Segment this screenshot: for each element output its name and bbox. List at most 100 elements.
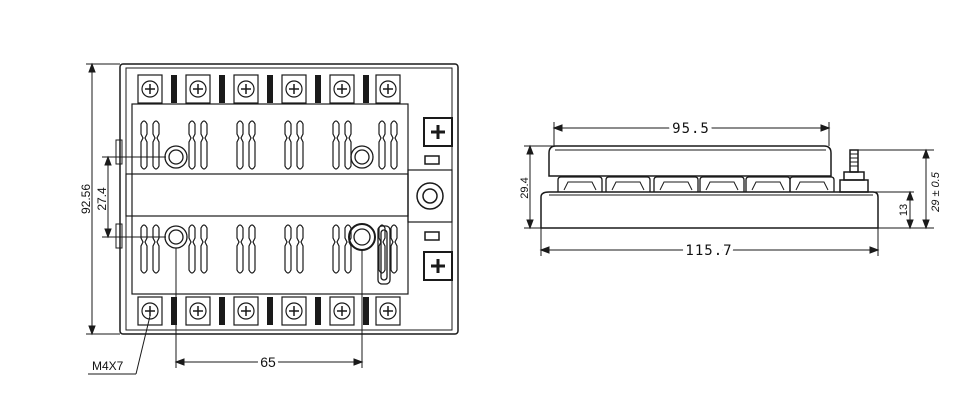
screw-cross [193, 84, 203, 94]
fuse-blade-slot [332, 224, 340, 274]
dim-inner-height-label: 27.4 [95, 187, 109, 211]
dim-top-length-label: 95.5 [672, 121, 710, 137]
terminal-separator [267, 75, 273, 103]
screw-terminals-top [137, 74, 401, 104]
plus-terminal-bottom [423, 251, 453, 281]
mounting-hole-right-bottom [348, 223, 376, 251]
screw-terminal-box [233, 74, 259, 104]
screw-cross [289, 306, 299, 316]
fuse-blade-slot [200, 120, 208, 170]
fuse-blade-slot [188, 120, 196, 170]
housing-inner-outline [125, 67, 453, 331]
stud-block [407, 169, 453, 223]
screw-cross [337, 306, 347, 316]
screw-terminal-box [137, 296, 163, 326]
fuse-blade-slot [152, 120, 160, 170]
mounting-hole-left-bottom-inner [168, 229, 184, 245]
mounting-hole-left-top-inner [168, 149, 184, 165]
screw-cross [193, 306, 203, 316]
fuse-blade-slot [378, 120, 386, 170]
terminal-separator [219, 75, 225, 103]
screw-head [379, 80, 397, 98]
terminal-separator [363, 297, 369, 325]
screw-terminal-box [281, 296, 307, 326]
screw-cross [241, 306, 251, 316]
screw-head [189, 80, 207, 98]
terminal-separator [171, 75, 177, 103]
screw-head [237, 302, 255, 320]
stud-outer [416, 182, 444, 210]
screw-head [285, 80, 303, 98]
plus-terminal-top [423, 117, 453, 147]
screw-cross [289, 84, 299, 94]
side-fuse-cap [653, 176, 699, 192]
plus-sign-top [431, 125, 445, 139]
side-fuse-caps [557, 176, 835, 192]
fuse-area [131, 103, 409, 295]
side-fuse-cap [557, 176, 603, 192]
center-bar [125, 173, 409, 217]
side-cover [548, 145, 832, 177]
side-fuse-cap-inner [611, 181, 645, 191]
mounting-hole-right-bottom-inner [353, 228, 371, 246]
screw-head [333, 80, 351, 98]
screw-terminal-box [329, 74, 355, 104]
terminal-separator [315, 75, 321, 103]
indicator-slot-top [424, 155, 440, 165]
screw-callout-label: M4X7 [92, 359, 124, 373]
mounting-holes [164, 145, 391, 285]
screw-head [189, 302, 207, 320]
fuse-blade-slot [248, 120, 256, 170]
screw-head [285, 302, 303, 320]
terminal-separator [363, 75, 369, 103]
screw-terminal-box [137, 74, 163, 104]
fuse-blade-slot [200, 224, 208, 274]
dim-body-height-label: 29.4 [519, 177, 531, 198]
side-fuse-cap-inner [751, 181, 785, 191]
dim-base-height-label: 13 [898, 204, 910, 216]
screw-terminal-box [281, 74, 307, 104]
dim-hole-spacing-label: 65 [260, 354, 276, 370]
top-view-dimensions [86, 62, 364, 375]
side-fuse-cap-inner [563, 181, 597, 191]
fuse-blade-slot [236, 224, 244, 274]
fuse-blade-slot [140, 120, 148, 170]
spare-fuse-slot-inner [380, 229, 388, 281]
screw-cross [145, 84, 155, 94]
terminal-separator [219, 297, 225, 325]
side-fuse-cap [605, 176, 651, 192]
fuse-blade-slot [140, 224, 148, 274]
screw-head [141, 302, 159, 320]
screw-terminal-box [185, 296, 211, 326]
dim-base-length-label: 115.7 [685, 243, 732, 259]
screw-head [237, 80, 255, 98]
screw-terminal-box [375, 74, 401, 104]
screw-head [333, 302, 351, 320]
side-fuse-cap [699, 176, 745, 192]
screw-terminal-box [233, 296, 259, 326]
screw-terminals-bottom [137, 296, 401, 326]
side-view-dimensions [524, 122, 934, 256]
mounting-hole-left-bottom [164, 225, 188, 249]
fuse-blade-slot [390, 120, 398, 170]
side-view [540, 145, 879, 229]
housing-outline [119, 63, 459, 335]
fuse-blade-slot [188, 224, 196, 274]
top-view [115, 63, 459, 335]
screw-cross [241, 84, 251, 94]
fuse-blade-slot [296, 120, 304, 170]
side-fuse-cap-inner [705, 181, 739, 191]
stud-inner [422, 188, 438, 204]
mounting-hole-right-top-inner [354, 149, 370, 165]
fuse-blade-slot [284, 224, 292, 274]
fuse-blade-slot [284, 120, 292, 170]
left-tab-bottom [115, 223, 123, 249]
dim-stud-height-label: 29 ± 0.5 [930, 171, 942, 213]
fuse-blade-slots [140, 120, 398, 274]
side-stud-washer [843, 171, 865, 181]
side-fuse-cap [789, 176, 835, 192]
screw-terminal-box [185, 74, 211, 104]
screw-head [141, 80, 159, 98]
plus-sign-bottom [431, 259, 445, 273]
